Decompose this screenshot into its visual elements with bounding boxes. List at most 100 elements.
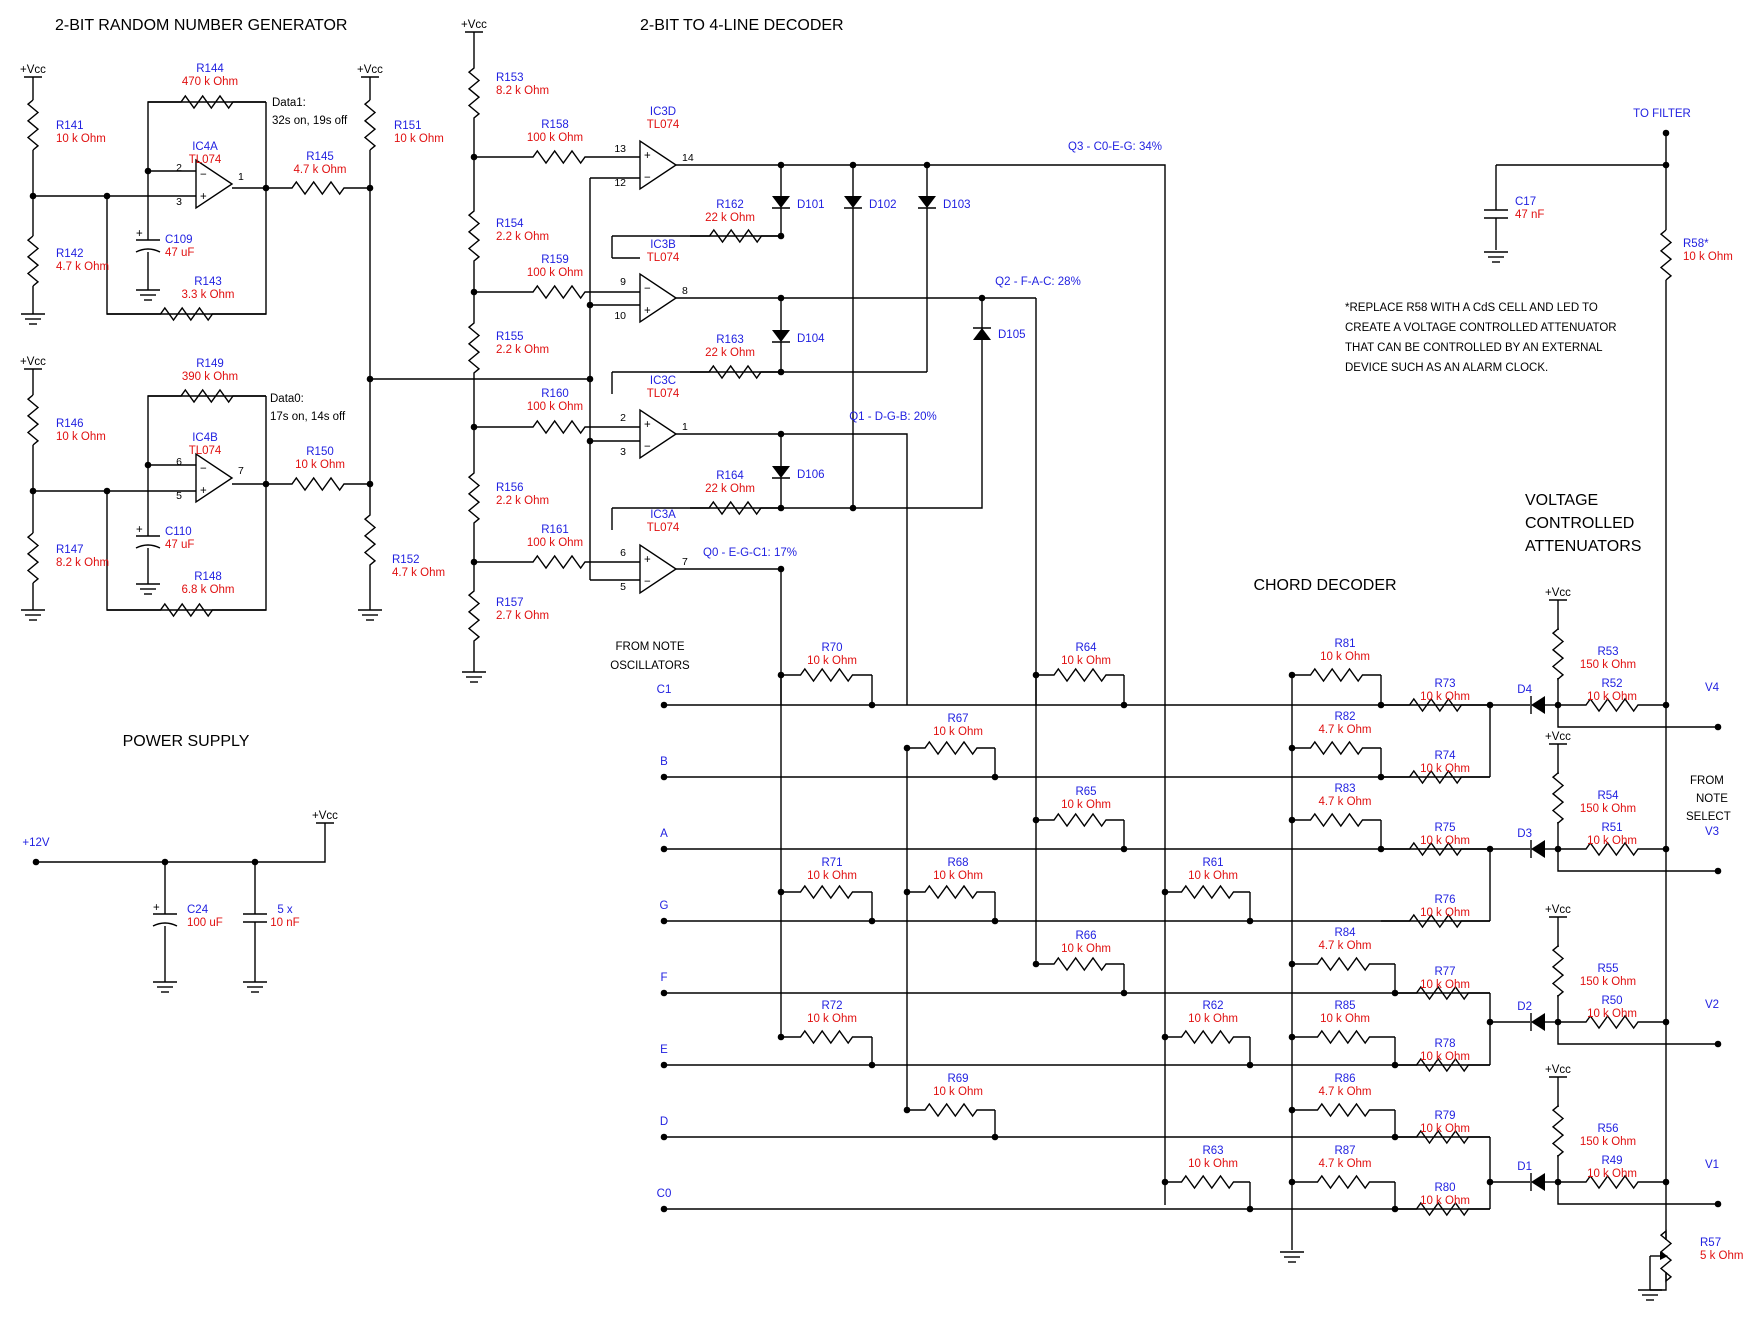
value-r80: 10 k Ohm <box>1420 1195 1470 1207</box>
vcc-label: +Vcc <box>1545 904 1571 916</box>
title-vca-2: CONTROLLED <box>1525 515 1634 532</box>
resistor-r68 <box>907 884 995 900</box>
junction-dot <box>777 504 785 512</box>
value-r79: 10 k Ohm <box>1420 1123 1470 1135</box>
vcc-label: +Vcc <box>357 64 383 76</box>
note-note: NOTE <box>1696 793 1728 805</box>
pin-number: 7 <box>238 465 244 477</box>
ground-symbol <box>21 609 45 621</box>
label-r63: R63 <box>1202 1145 1223 1157</box>
resistor-r79 <box>1395 1129 1490 1145</box>
label-c109: C109 <box>165 234 193 246</box>
label-c17: C17 <box>1515 196 1536 208</box>
ground-symbol <box>153 981 177 993</box>
resistor-r76 <box>1381 913 1490 929</box>
label-r80: R80 <box>1434 1182 1455 1194</box>
wire <box>676 568 782 705</box>
label-r153: R153 <box>496 72 524 84</box>
opamp-ic3c: +− <box>639 408 678 460</box>
value-r50: 10 k Ohm <box>1587 1008 1637 1020</box>
capacitor-c109: + <box>135 228 161 253</box>
vcc-label: +Vcc <box>1545 1064 1571 1076</box>
vcc-label: +Vcc <box>461 19 487 31</box>
value-r86: 4.7 k Ohm <box>1318 1086 1371 1098</box>
label-r61: R61 <box>1202 857 1223 869</box>
value-ic3c: TL074 <box>647 388 680 400</box>
junction-dot <box>1120 989 1128 997</box>
label-r62: R62 <box>1202 1000 1223 1012</box>
resistor-r82 <box>1292 740 1381 756</box>
label-r164: R164 <box>716 470 744 482</box>
value-r77: 10 k Ohm <box>1420 979 1470 991</box>
resistor-r164 <box>690 500 780 516</box>
opamp-input-sign: − <box>644 441 651 453</box>
value-c110: 47 uF <box>165 539 194 551</box>
vcc-label: +Vcc <box>1545 731 1571 743</box>
value-ic3d: TL074 <box>647 119 680 131</box>
label-c110: C110 <box>165 526 192 538</box>
junction-dot <box>144 167 152 175</box>
label-q3: Q3 - C0-E-G: 34% <box>1068 141 1162 153</box>
resistor-r86 <box>1292 1102 1395 1118</box>
pin-number: 1 <box>682 421 688 433</box>
label-q0: Q0 - E-G-C1: 17% <box>703 547 797 559</box>
note-input-f: F <box>660 972 667 984</box>
resistor-r148 <box>107 602 266 618</box>
output-label-v4: V4 <box>1705 682 1720 694</box>
output-label-v3: V3 <box>1705 826 1719 838</box>
note-input-e: E <box>660 1044 668 1056</box>
junction-dot <box>1120 845 1128 853</box>
value-r141: 10 k Ohm <box>56 133 106 145</box>
resistor-r149 <box>148 388 266 404</box>
junction-dot <box>29 487 37 495</box>
junction-dot <box>868 917 876 925</box>
pin-number: 6 <box>620 547 626 559</box>
resistor-r158 <box>500 149 618 165</box>
note-data0-timing: 17s on, 14s off <box>270 411 346 423</box>
resistor-r64 <box>1036 667 1124 683</box>
resistor-r142 <box>26 235 40 287</box>
opamp-input-sign: − <box>644 576 651 588</box>
ground-symbol <box>462 671 486 683</box>
polarity-plus: + <box>136 524 143 536</box>
title-psu: POWER SUPPLY <box>123 733 250 750</box>
junction-dot <box>1246 917 1254 925</box>
wiper-arrow-icon <box>1660 1252 1668 1260</box>
label-d104: D104 <box>797 333 825 345</box>
value-r157: 2.7 k Ohm <box>496 610 549 622</box>
label-r159: R159 <box>541 254 569 266</box>
label-r57: R57 <box>1700 1237 1721 1249</box>
note-data1-timing: 32s on, 19s off <box>272 115 348 127</box>
value-r58: 10 k Ohm <box>1683 251 1733 263</box>
value-r64: 10 k Ohm <box>1061 655 1111 667</box>
label-r84: R84 <box>1334 927 1356 939</box>
value-r84: 4.7 k Ohm <box>1318 940 1371 952</box>
wire <box>1557 1182 1718 1205</box>
value-ic3a: TL074 <box>647 522 680 534</box>
ground-symbol <box>358 609 382 621</box>
pin-number: 10 <box>614 310 626 322</box>
pin-number: 1 <box>238 171 244 183</box>
resistor-r49 <box>1558 1174 1666 1190</box>
resistor-r80 <box>1395 1201 1490 1217</box>
label-r77: R77 <box>1434 966 1455 978</box>
polarity-plus: + <box>136 228 143 240</box>
note-from-note: FROM NOTE <box>616 641 685 653</box>
value-r146: 10 k Ohm <box>56 431 106 443</box>
label-r73: R73 <box>1434 678 1455 690</box>
value-r78: 10 k Ohm <box>1420 1051 1470 1063</box>
value-r83: 4.7 k Ohm <box>1318 796 1371 808</box>
pin-number: 5 <box>620 581 626 593</box>
label-d105: D105 <box>998 329 1026 341</box>
note-input-c0: C0 <box>657 1188 672 1200</box>
junction-dot <box>1714 1040 1722 1048</box>
value-r143: 3.3 k Ohm <box>181 289 234 301</box>
resistor-r153 <box>467 64 481 122</box>
resistor-r163 <box>690 364 780 380</box>
junction-dot <box>991 1133 999 1141</box>
label-plus-12v: +12V <box>22 837 50 849</box>
value-r152: 4.7 k Ohm <box>392 567 445 579</box>
resistor-r53 <box>1551 627 1565 681</box>
value-r61: 10 k Ohm <box>1188 870 1238 882</box>
value-r54: 150 k Ohm <box>1580 803 1636 815</box>
